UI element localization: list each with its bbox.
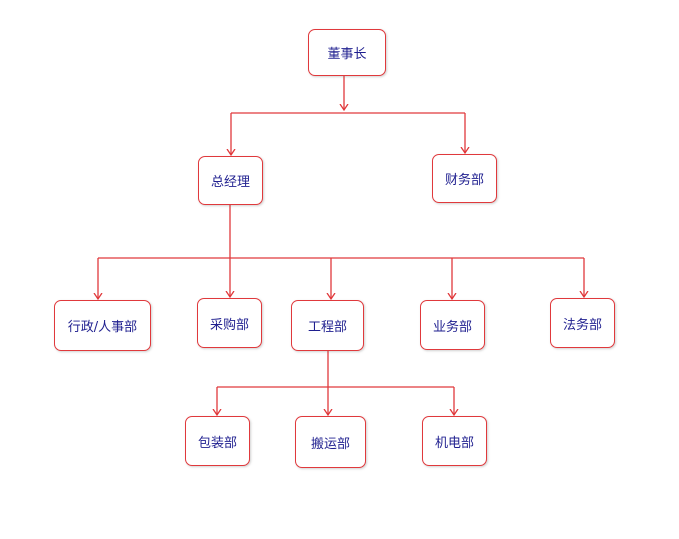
node-business: 业务部 bbox=[420, 300, 485, 350]
node-label: 财务部 bbox=[444, 173, 484, 188]
node-general-manager: 总经理 bbox=[198, 156, 263, 205]
node-label: 机电部 bbox=[434, 435, 474, 451]
node-moving: 搬运部 bbox=[295, 416, 366, 468]
node-label: 行政/人事部 bbox=[67, 320, 138, 335]
node-chairman: 董事长 bbox=[308, 29, 386, 76]
node-label: 包装部 bbox=[197, 435, 237, 451]
node-purchasing: 采购部 bbox=[197, 298, 262, 348]
node-engineering: 工程部 bbox=[291, 300, 364, 351]
node-label: 业务部 bbox=[432, 319, 472, 335]
node-label: 法务部 bbox=[562, 317, 602, 333]
node-label: 采购部 bbox=[209, 317, 249, 333]
node-finance: 财务部 bbox=[432, 154, 497, 203]
node-admin-hr: 行政/人事部 bbox=[54, 300, 151, 351]
node-label: 总经理 bbox=[210, 175, 250, 190]
node-packaging: 包装部 bbox=[185, 416, 250, 466]
node-label: 工程部 bbox=[307, 320, 347, 335]
node-machinery: 机电部 bbox=[422, 416, 487, 466]
node-legal: 法务部 bbox=[550, 298, 615, 348]
node-label: 搬运部 bbox=[310, 436, 350, 452]
node-label: 董事长 bbox=[327, 47, 367, 62]
